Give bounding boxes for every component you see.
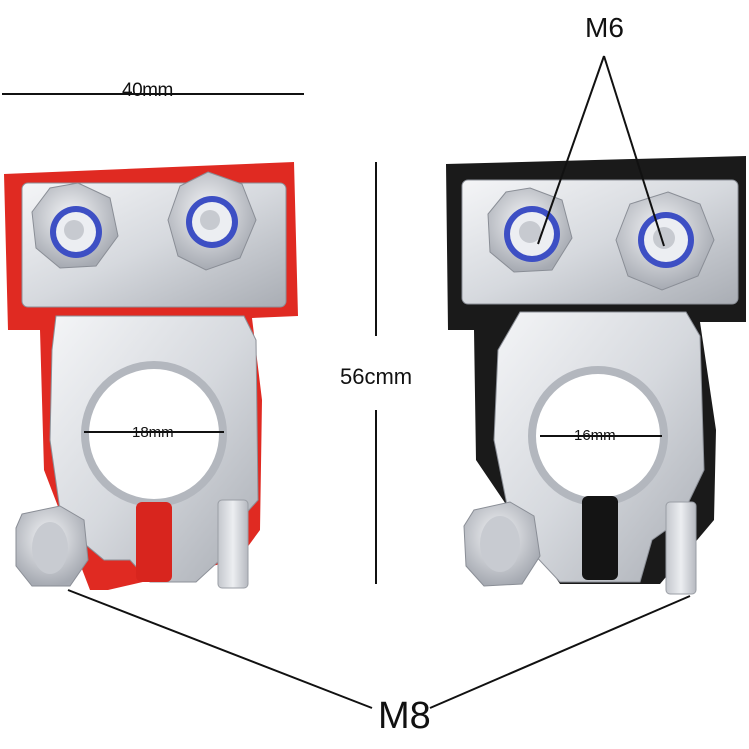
red-clamp-insert	[136, 502, 172, 582]
nut-right-m8	[463, 501, 541, 587]
nut-left-m8	[15, 505, 89, 587]
m6-callout-line-2	[603, 55, 665, 247]
m6-callout-line-1	[537, 55, 605, 245]
m8-callout-line-2	[429, 595, 691, 709]
clamp-flange	[665, 501, 697, 595]
height-dimension-label: 56cmm	[340, 364, 413, 389]
callout-lines	[67, 55, 691, 709]
nut-right-2	[615, 191, 715, 291]
m8-callout-label: M8	[378, 695, 431, 737]
negative-terminal	[446, 156, 746, 595]
width-dimension-label: 40mm	[122, 80, 173, 101]
clamp-flange	[217, 499, 249, 589]
right-hole-dimension-label: 16mm	[574, 427, 616, 444]
left-hole-dimension-label: 18mm	[132, 424, 174, 441]
black-clamp-insert	[582, 496, 618, 580]
m6-callout-label: M6	[585, 12, 624, 43]
positive-terminal	[4, 162, 298, 590]
nut-left-2	[167, 171, 257, 271]
dimension-lines	[2, 93, 662, 584]
nut-left-1	[31, 182, 119, 269]
m8-callout-line-1	[67, 589, 373, 709]
